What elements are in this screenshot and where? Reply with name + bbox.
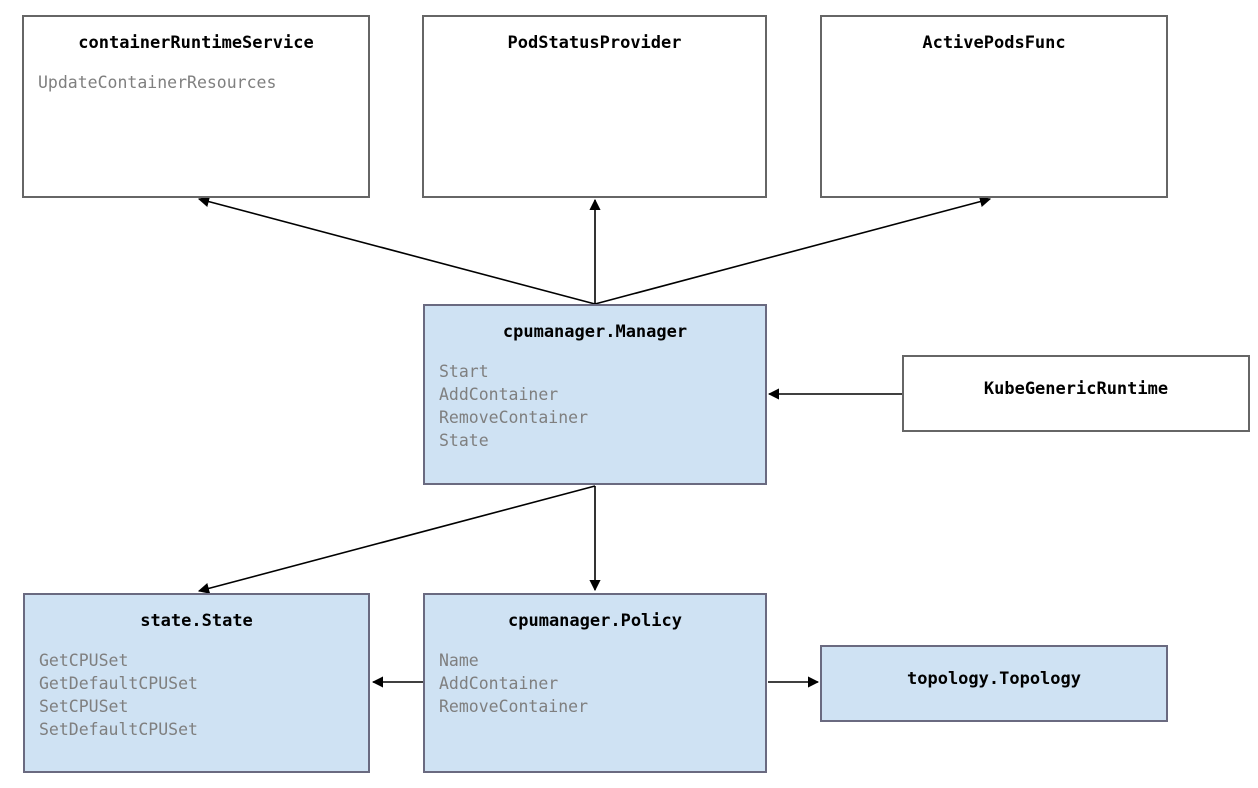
- method-item: Name: [439, 651, 479, 670]
- method-item: RemoveContainer: [439, 697, 589, 716]
- method-item: Start: [439, 362, 489, 381]
- node-methods: Name AddContainer RemoveContainer: [425, 649, 765, 718]
- node-methods: GetCPUSet GetDefaultCPUSet SetCPUSet Set…: [25, 649, 368, 741]
- node-methods: UpdateContainerResources: [24, 71, 368, 94]
- node-PodStatusProvider[interactable]: PodStatusProvider: [422, 15, 767, 198]
- node-title: state.State: [140, 611, 253, 631]
- method-item: UpdateContainerResources: [38, 73, 277, 92]
- node-title: ActivePodsFunc: [922, 33, 1066, 53]
- method-item: SetCPUSet: [39, 697, 129, 716]
- node-title: PodStatusProvider: [507, 33, 682, 53]
- method-item: AddContainer: [439, 385, 559, 404]
- method-item: GetDefaultCPUSet: [39, 674, 198, 693]
- node-cpumanager-Manager[interactable]: cpumanager.Manager Start AddContainer Re…: [423, 304, 767, 485]
- method-item: RemoveContainer: [439, 408, 589, 427]
- method-item: State: [439, 431, 489, 450]
- node-KubeGenericRuntime[interactable]: KubeGenericRuntime: [902, 355, 1250, 432]
- edge-manager-to-activePodsFunc: [594, 196, 992, 305]
- node-title: cpumanager.Manager: [502, 322, 688, 342]
- node-cpumanager-Policy[interactable]: cpumanager.Policy Name AddContainer Remo…: [423, 593, 767, 773]
- node-state-State[interactable]: state.State GetCPUSet GetDefaultCPUSet S…: [23, 593, 370, 773]
- node-methods: Start AddContainer RemoveContainer State: [425, 360, 765, 452]
- node-title: containerRuntimeService: [78, 33, 314, 53]
- method-item: SetDefaultCPUSet: [39, 720, 198, 739]
- node-title: KubeGenericRuntime: [983, 379, 1169, 399]
- node-containerRuntimeService[interactable]: containerRuntimeService UpdateContainerR…: [22, 15, 370, 198]
- method-item: GetCPUSet: [39, 651, 129, 670]
- method-item: AddContainer: [439, 674, 559, 693]
- node-title: cpumanager.Policy: [508, 611, 682, 631]
- node-ActivePodsFunc[interactable]: ActivePodsFunc: [820, 15, 1168, 198]
- edge-manager-to-stateState: [197, 485, 596, 594]
- node-topology-Topology[interactable]: topology.Topology: [820, 645, 1168, 722]
- node-title: topology.Topology: [907, 669, 1081, 689]
- edge-manager-to-containerRuntimeService: [197, 196, 596, 305]
